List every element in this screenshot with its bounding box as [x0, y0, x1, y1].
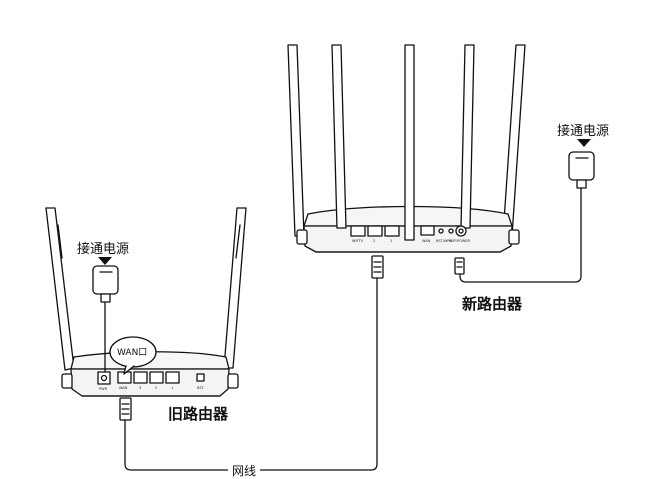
- svg-text:POWER: POWER: [457, 239, 471, 243]
- svg-text:1: 1: [390, 239, 392, 243]
- svg-text:WAN: WAN: [422, 239, 431, 243]
- new-router-port-wan: [420, 225, 435, 236]
- svg-text:WAN: WAN: [119, 386, 128, 390]
- svg-text:2: 2: [155, 386, 157, 390]
- old-router-cable-plug: [119, 397, 132, 421]
- wan-port-label: WAN口: [117, 348, 148, 358]
- svg-text:WIFI: WIFI: [449, 239, 457, 243]
- new-router-port-1: [384, 225, 400, 237]
- old-router-port-2: [149, 371, 164, 384]
- svg-text:PWR: PWR: [99, 387, 108, 391]
- old-router-port-1: [165, 371, 180, 384]
- power-label-left: 接通电源: [77, 242, 130, 257]
- power-cord-right: [459, 187, 582, 283]
- old-router-power-jack: [97, 371, 111, 385]
- old-router-antenna-right: [223, 207, 247, 369]
- new-router-port-labels: WIFTV 2 1 WAN RST/WPS WIFI POWER: [352, 239, 471, 243]
- new-router-cable-plug: [371, 255, 384, 279]
- power-adapter-left: [92, 265, 119, 303]
- svg-text:RST/WPS: RST/WPS: [436, 239, 453, 243]
- old-router-port-3: [133, 371, 148, 384]
- new-router-power-plug: [454, 257, 465, 275]
- new-router-antenna-mid-right: [460, 44, 475, 229]
- old-router-label: 旧路由器: [168, 405, 229, 423]
- svg-text:WIFTV: WIFTV: [352, 239, 364, 243]
- svg-text:RST: RST: [197, 386, 205, 390]
- arrow-down-left: [98, 257, 112, 265]
- new-router-power-jack: [455, 225, 467, 237]
- cable-label: 网线: [228, 462, 261, 479]
- new-router-antenna-right-rear: [502, 44, 526, 237]
- new-router-antenna-mid-center: [404, 44, 415, 241]
- new-router-antenna-left-rear: [287, 44, 305, 237]
- new-router-port-2: [367, 225, 383, 237]
- old-router: [45, 207, 247, 397]
- new-router: [287, 44, 526, 253]
- svg-text:1: 1: [171, 386, 173, 390]
- new-router-antenna-mid-left: [331, 44, 347, 229]
- new-router-port-iptv: [350, 225, 366, 237]
- new-router-label: 新路由器: [462, 295, 523, 313]
- power-adapter-right: [568, 151, 595, 189]
- svg-text:3: 3: [139, 386, 141, 390]
- svg-text:2: 2: [373, 239, 375, 243]
- old-router-antenna-left: [45, 207, 75, 371]
- power-label-right: 接通电源: [557, 124, 610, 139]
- old-router-port-labels: PWR WAN 3 2 1 RST: [99, 386, 205, 391]
- arrow-down-right: [577, 139, 591, 147]
